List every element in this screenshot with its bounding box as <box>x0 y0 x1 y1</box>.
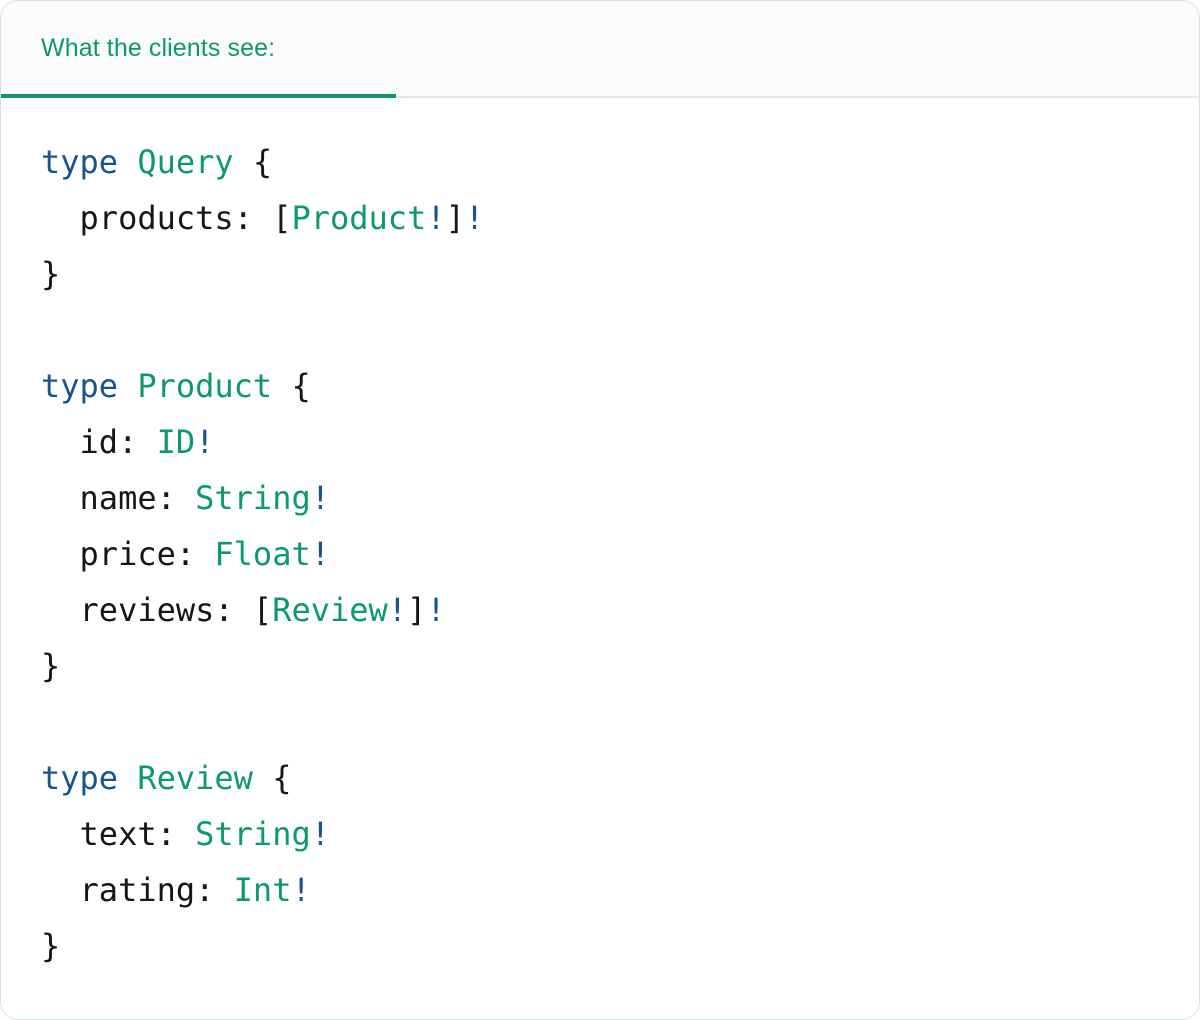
code-token <box>118 143 137 181</box>
code-line: rating: Int! <box>41 862 1199 918</box>
code-token: [ <box>252 591 273 629</box>
code-token: } <box>41 927 61 965</box>
code-line: price: Float! <box>41 526 1199 582</box>
tab-label: What the clients see: <box>41 34 276 62</box>
code-token: { <box>233 143 273 181</box>
code-token: ! <box>195 423 215 461</box>
code-line: } <box>41 918 1199 974</box>
code-token: reviews: <box>41 591 253 629</box>
code-token: Product <box>291 199 427 237</box>
code-line: type Query { <box>41 134 1199 190</box>
code-token: { <box>252 759 292 797</box>
code-token: } <box>41 647 61 685</box>
code-lines: type Query { products: [Product!]!} type… <box>41 134 1199 974</box>
code-token: ] <box>407 591 427 629</box>
code-token: ! <box>310 535 330 573</box>
code-line: id: ID! <box>41 414 1199 470</box>
code-line: type Product { <box>41 358 1199 414</box>
code-token: Review <box>137 759 253 797</box>
graphql-schema-code: type Query { products: [Product!]!} type… <box>1 134 1199 974</box>
code-token: String <box>195 815 311 853</box>
code-token: ! <box>310 815 330 853</box>
code-line: name: String! <box>41 470 1199 526</box>
code-token: id: <box>41 423 157 461</box>
code-token: name: <box>41 479 196 517</box>
code-token <box>118 759 137 797</box>
code-token: rating: <box>41 871 234 909</box>
tab-active-underline <box>1 94 396 98</box>
tab-what-the-clients-see[interactable]: What the clients see: <box>1 1 396 98</box>
code-token: type <box>41 759 119 797</box>
code-line: products: [Product!]! <box>41 190 1199 246</box>
code-token: String <box>195 479 311 517</box>
code-token: ! <box>426 591 446 629</box>
code-token: ] <box>445 199 465 237</box>
code-token: Product <box>137 367 273 405</box>
code-token: [ <box>272 199 292 237</box>
code-token: ! <box>387 591 408 629</box>
code-panel[interactable]: type Query { products: [Product!]!} type… <box>1 98 1199 1019</box>
code-line: type Review { <box>41 750 1199 806</box>
code-token: ID <box>156 423 196 461</box>
code-token: products: <box>41 199 273 237</box>
code-token: Query <box>137 143 234 181</box>
code-token: } <box>41 255 61 293</box>
code-token: { <box>272 367 311 405</box>
code-token: ! <box>291 871 311 909</box>
code-token: ! <box>464 199 485 237</box>
code-line <box>41 694 1199 750</box>
code-token <box>118 367 137 405</box>
code-line: } <box>41 638 1199 694</box>
code-token: ! <box>310 479 330 517</box>
code-line: } <box>41 246 1199 302</box>
code-token: Float <box>214 535 311 573</box>
code-line <box>41 302 1199 358</box>
code-token: ! <box>426 199 446 237</box>
tab-bar: What the clients see: <box>1 1 1199 98</box>
code-token: Review <box>272 591 388 629</box>
code-token: type <box>41 367 119 405</box>
code-line: reviews: [Review!]! <box>41 582 1199 638</box>
code-token: type <box>41 143 119 181</box>
code-line: text: String! <box>41 806 1199 862</box>
code-token: price: <box>41 535 215 573</box>
code-token: Int <box>233 871 292 909</box>
code-token: text: <box>41 815 196 853</box>
